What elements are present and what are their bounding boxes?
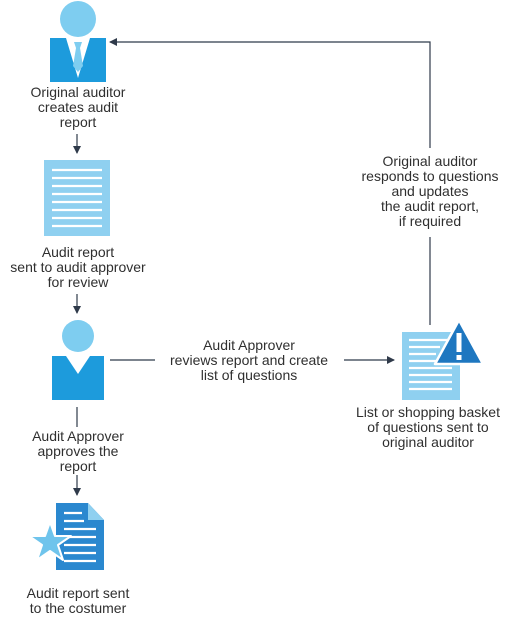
approver-reviews-report-label: Audit Approver reviews report and create… xyxy=(170,337,328,383)
person-head xyxy=(60,1,96,37)
person-body xyxy=(52,356,104,400)
original-auditor-person-icon xyxy=(50,1,106,82)
connectors xyxy=(73,38,431,496)
questions-sent-label: List or shopping basket of questions sen… xyxy=(356,404,500,450)
audit-report-document-icon xyxy=(44,160,110,236)
auditor-responds-label: Original auditor responds to questions a… xyxy=(361,153,499,229)
approver-approves-report-label: Audit Approver approves the report xyxy=(32,428,124,474)
arrow-response-to-auditor xyxy=(109,38,431,148)
final-report-star-document-icon xyxy=(28,503,104,570)
audit-approver-person-icon xyxy=(52,320,104,400)
questions-warning-document-icon xyxy=(402,318,485,400)
star-icon xyxy=(28,521,72,561)
person-collar xyxy=(66,356,90,374)
person-head xyxy=(62,320,94,352)
report-sent-for-review-label: Audit report sent to audit approver for … xyxy=(10,244,146,290)
report-sent-to-customer-label: Audit report sent to the costumer xyxy=(26,585,130,616)
auditor-creates-report-label: Original auditor creates audit report xyxy=(30,84,126,130)
person-tie xyxy=(73,42,83,72)
